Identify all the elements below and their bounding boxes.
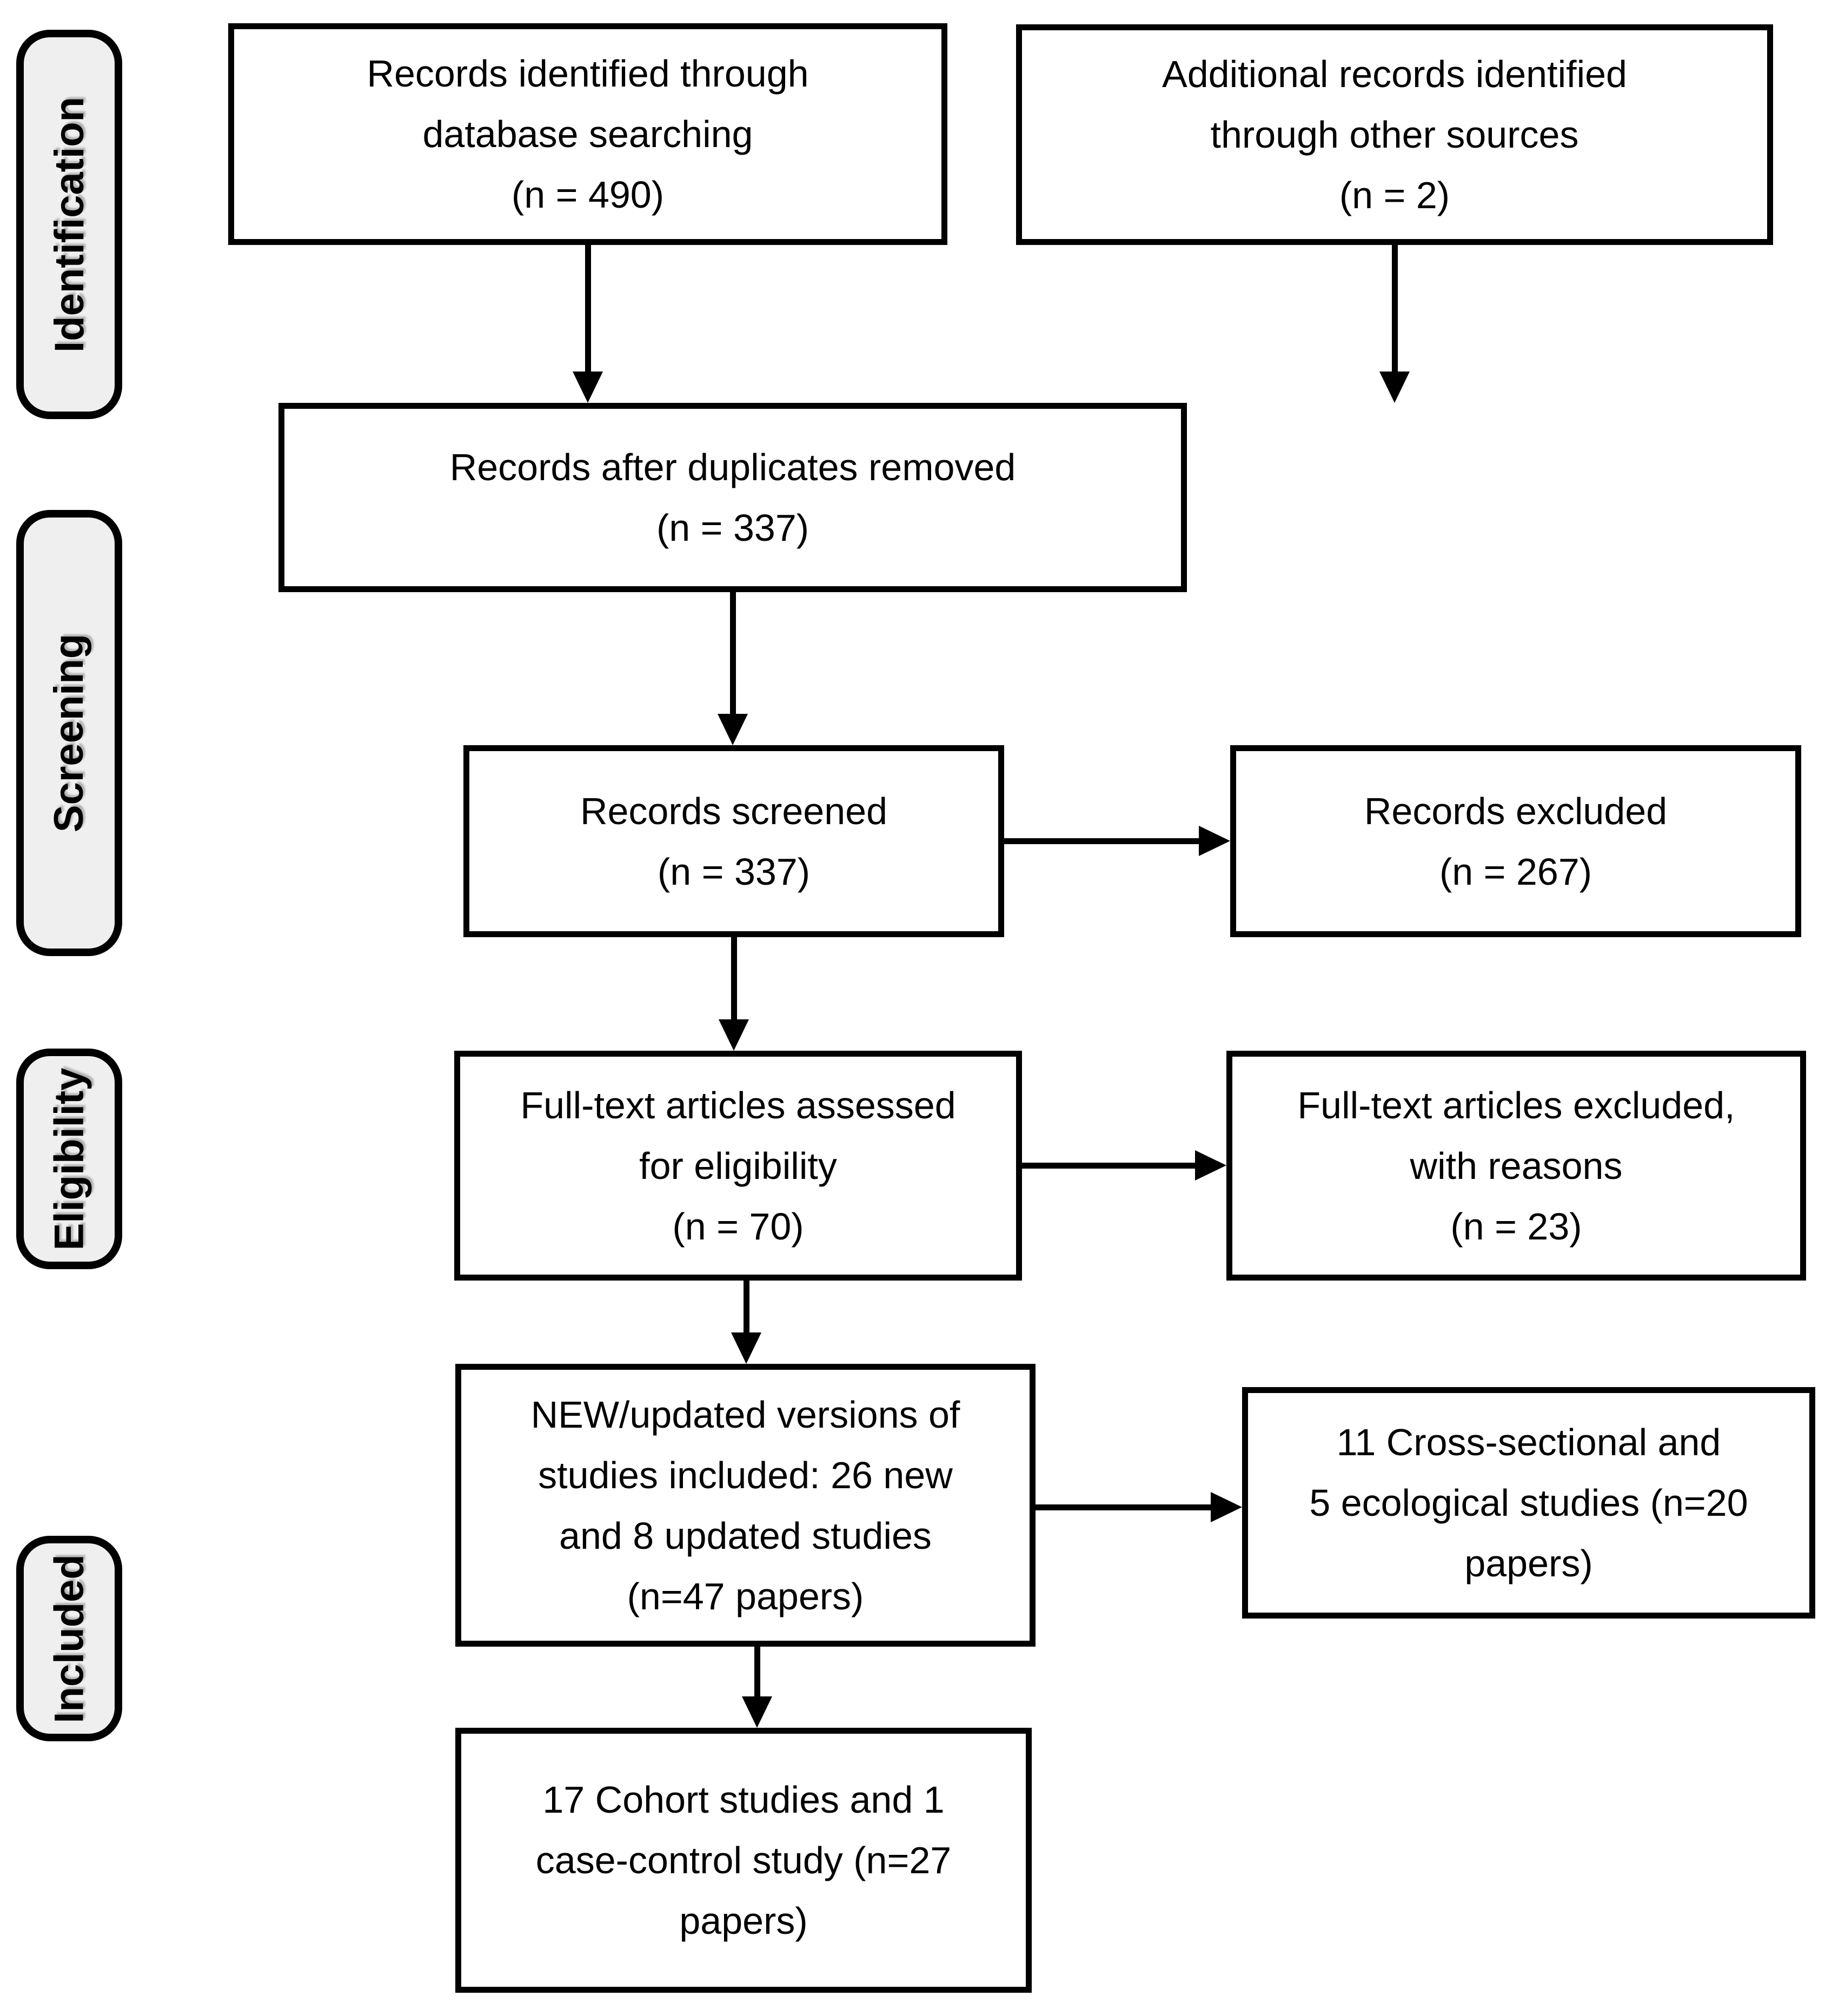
- arrow-newupdated-to-cohort-shaft: [754, 1645, 760, 1696]
- box-records-excluded: Records excluded (n = 267): [1230, 745, 1801, 937]
- stage-label-screening: Screening: [16, 510, 122, 956]
- stage-label-identification-text: Identification: [46, 96, 92, 353]
- arrow-identified-to-duplicates-shaft: [585, 243, 591, 373]
- box-cohort-case-control-text: 17 Cohort studies and 1 case-control stu…: [535, 1779, 952, 1942]
- box-new-updated-versions: NEW/updated versions of studies included…: [455, 1364, 1036, 1647]
- arrow-identified-to-duplicates-head: [573, 372, 603, 403]
- arrow-additional-to-duplicates-head: [1379, 372, 1410, 403]
- arrow-fulltext-to-newupdated-shaft: [744, 1279, 749, 1332]
- stage-label-eligibility-text: Eligibility: [46, 1067, 92, 1250]
- arrow-screened-to-excluded-head: [1199, 826, 1230, 856]
- box-records-screened: Records screened (n = 337): [463, 745, 1004, 937]
- arrow-screened-to-excluded-shaft: [1003, 838, 1199, 844]
- arrow-newupdated-to-cohort-head: [742, 1696, 772, 1728]
- box-cross-sectional-ecological-text: 11 Cross-sectional and 5 ecological stud…: [1309, 1421, 1748, 1584]
- box-after-duplicates: Records after duplicates removed (n = 33…: [278, 403, 1187, 592]
- arrow-fulltext-to-excluded-shaft: [1021, 1163, 1195, 1169]
- stage-label-eligibility: Eligibility: [16, 1049, 122, 1269]
- box-additional-records-text: Additional records identified through ot…: [1162, 53, 1627, 216]
- arrow-duplicates-to-screened-shaft: [730, 591, 736, 714]
- box-records-identified: Records identified through database sear…: [228, 23, 947, 245]
- stage-label-included: Included: [16, 1536, 122, 1741]
- arrow-additional-to-duplicates-shaft: [1392, 243, 1398, 373]
- stage-label-included-text: Included: [46, 1554, 92, 1723]
- box-fulltext-assessed: Full-text articles assessed for eligibil…: [454, 1051, 1022, 1281]
- box-additional-records: Additional records identified through ot…: [1016, 24, 1773, 245]
- arrow-fulltext-to-excluded-head: [1195, 1150, 1226, 1181]
- arrow-screened-to-fulltext-head: [719, 1019, 749, 1051]
- box-cohort-case-control: 17 Cohort studies and 1 case-control stu…: [455, 1728, 1032, 1993]
- arrow-newupdated-to-crosssectional-shaft: [1034, 1504, 1211, 1510]
- stage-label-identification: Identification: [16, 30, 122, 419]
- box-fulltext-assessed-text: Full-text articles assessed for eligibil…: [520, 1084, 956, 1248]
- box-after-duplicates-text: Records after duplicates removed (n = 33…: [449, 446, 1016, 549]
- arrow-fulltext-to-newupdated-head: [731, 1332, 761, 1364]
- box-records-identified-text: Records identified through database sear…: [367, 52, 809, 216]
- box-new-updated-versions-text: NEW/updated versions of studies included…: [530, 1393, 960, 1617]
- box-fulltext-excluded-text: Full-text articles excluded, with reason…: [1297, 1084, 1735, 1248]
- arrow-newupdated-to-crosssectional-head: [1211, 1492, 1242, 1522]
- box-records-screened-text: Records screened (n = 337): [580, 790, 888, 893]
- arrow-duplicates-to-screened-head: [718, 714, 748, 745]
- box-records-excluded-text: Records excluded (n = 267): [1364, 790, 1668, 893]
- arrow-screened-to-fulltext-shaft: [731, 936, 737, 1019]
- stage-label-screening-text: Screening: [46, 633, 92, 833]
- box-cross-sectional-ecological: 11 Cross-sectional and 5 ecological stud…: [1242, 1387, 1815, 1619]
- box-fulltext-excluded: Full-text articles excluded, with reason…: [1226, 1051, 1806, 1281]
